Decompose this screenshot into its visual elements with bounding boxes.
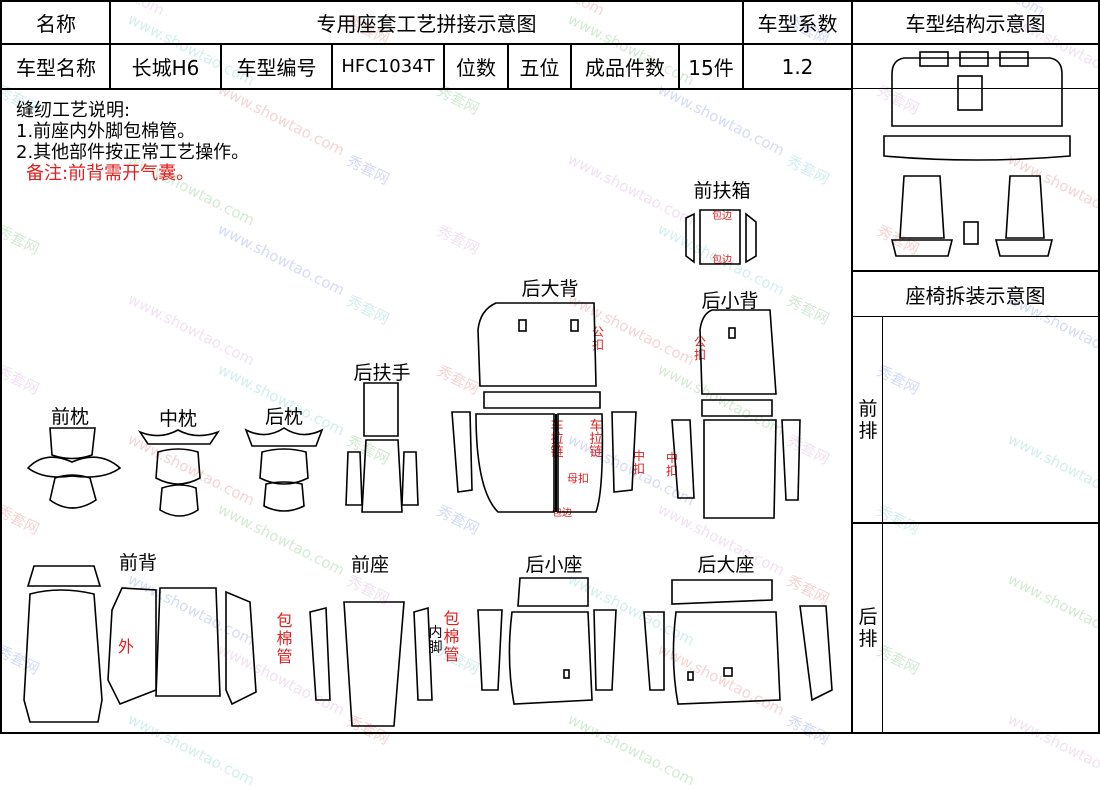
note-middle-buckle-1: 中扣: [633, 449, 646, 476]
front-headrest-pieces: [26, 427, 122, 509]
model-name-label: 车型名称: [16, 56, 96, 80]
coef-value: 1.2: [781, 54, 814, 79]
note-inner-foot: 内脚: [428, 625, 443, 656]
car-structure-sketch: [883, 51, 1071, 257]
middle-headrest-pieces: [137, 429, 221, 517]
notes-line-1: 1.前座内外脚包棉管。: [16, 121, 196, 142]
label-front-seat: 前座: [350, 554, 390, 576]
notes-line-2: 2.其他部件按正常工艺操作。: [16, 142, 250, 163]
disassembly-label: 座椅拆装示意图: [905, 283, 1046, 308]
label-middle-headrest: 中枕: [158, 408, 198, 430]
page-title: 专用座套工艺拼接示意图: [316, 12, 537, 36]
note-cotton-tube-1: 包棉管: [276, 611, 293, 666]
note-wrap-edge-1: 包边: [552, 508, 572, 519]
label-rear-headrest: 后枕: [264, 406, 304, 428]
rear-small-back-pieces: [671, 309, 801, 519]
structure-label: 车型结构示意图: [905, 12, 1046, 36]
label-front-console: 前扶箱: [693, 180, 751, 202]
rear-small-seat-pieces: [477, 577, 617, 705]
label-rear-small-back: 后小背: [701, 290, 759, 312]
rear-headrest-pieces: [244, 427, 324, 512]
notes-remark: 备注:前背需开气囊。: [26, 163, 195, 184]
seats-value: 五位: [519, 56, 560, 80]
rear-row-label: 后排: [858, 606, 878, 650]
note-cotton-tube-2: 包棉管: [443, 609, 460, 664]
front-seat-pieces: [309, 601, 433, 727]
note-outer: 外: [117, 637, 134, 656]
front-row-label: 前排: [858, 398, 878, 442]
model-code-label: 车型编号: [236, 56, 317, 80]
coef-label: 车型系数: [757, 12, 838, 36]
rear-big-seat-pieces: [643, 579, 833, 705]
sewing-notes: 缝纫工艺说明: 1.前座内外脚包棉管。 2.其他部件按正常工艺操作。 备注:前背…: [16, 100, 249, 184]
note-wrap-edge-2: 包边: [712, 211, 732, 222]
rear-big-back-pieces: [451, 302, 637, 513]
pieces-value: 15件: [688, 56, 734, 80]
label-rear-armrest: 后扶手: [353, 362, 411, 384]
label-rear-big-back: 后大背: [521, 278, 579, 300]
rear-armrest-pieces: [345, 382, 419, 513]
front-console-pieces: [685, 209, 757, 265]
seats-label: 位数: [456, 56, 496, 80]
notes-title: 缝纫工艺说明:: [16, 100, 131, 121]
pattern-pieces-drawing: [23, 51, 1071, 727]
model-code: HFC1034T: [341, 56, 435, 77]
label-front-back: 前背: [118, 552, 158, 574]
label-rear-small-seat: 后小座: [525, 554, 583, 576]
pieces-label: 成品件数: [585, 56, 665, 80]
name-label: 名称: [36, 12, 76, 36]
label-rear-big-seat: 后大座: [697, 554, 755, 576]
front-back-pieces: [23, 565, 257, 723]
model-name: 长城H6: [131, 56, 200, 80]
note-zipper-2: 车拉链: [589, 419, 603, 460]
label-front-headrest: 前枕: [50, 406, 90, 428]
note-wrap-edge-3: 包边: [712, 255, 732, 266]
note-female-buckle: 母扣: [567, 472, 589, 485]
